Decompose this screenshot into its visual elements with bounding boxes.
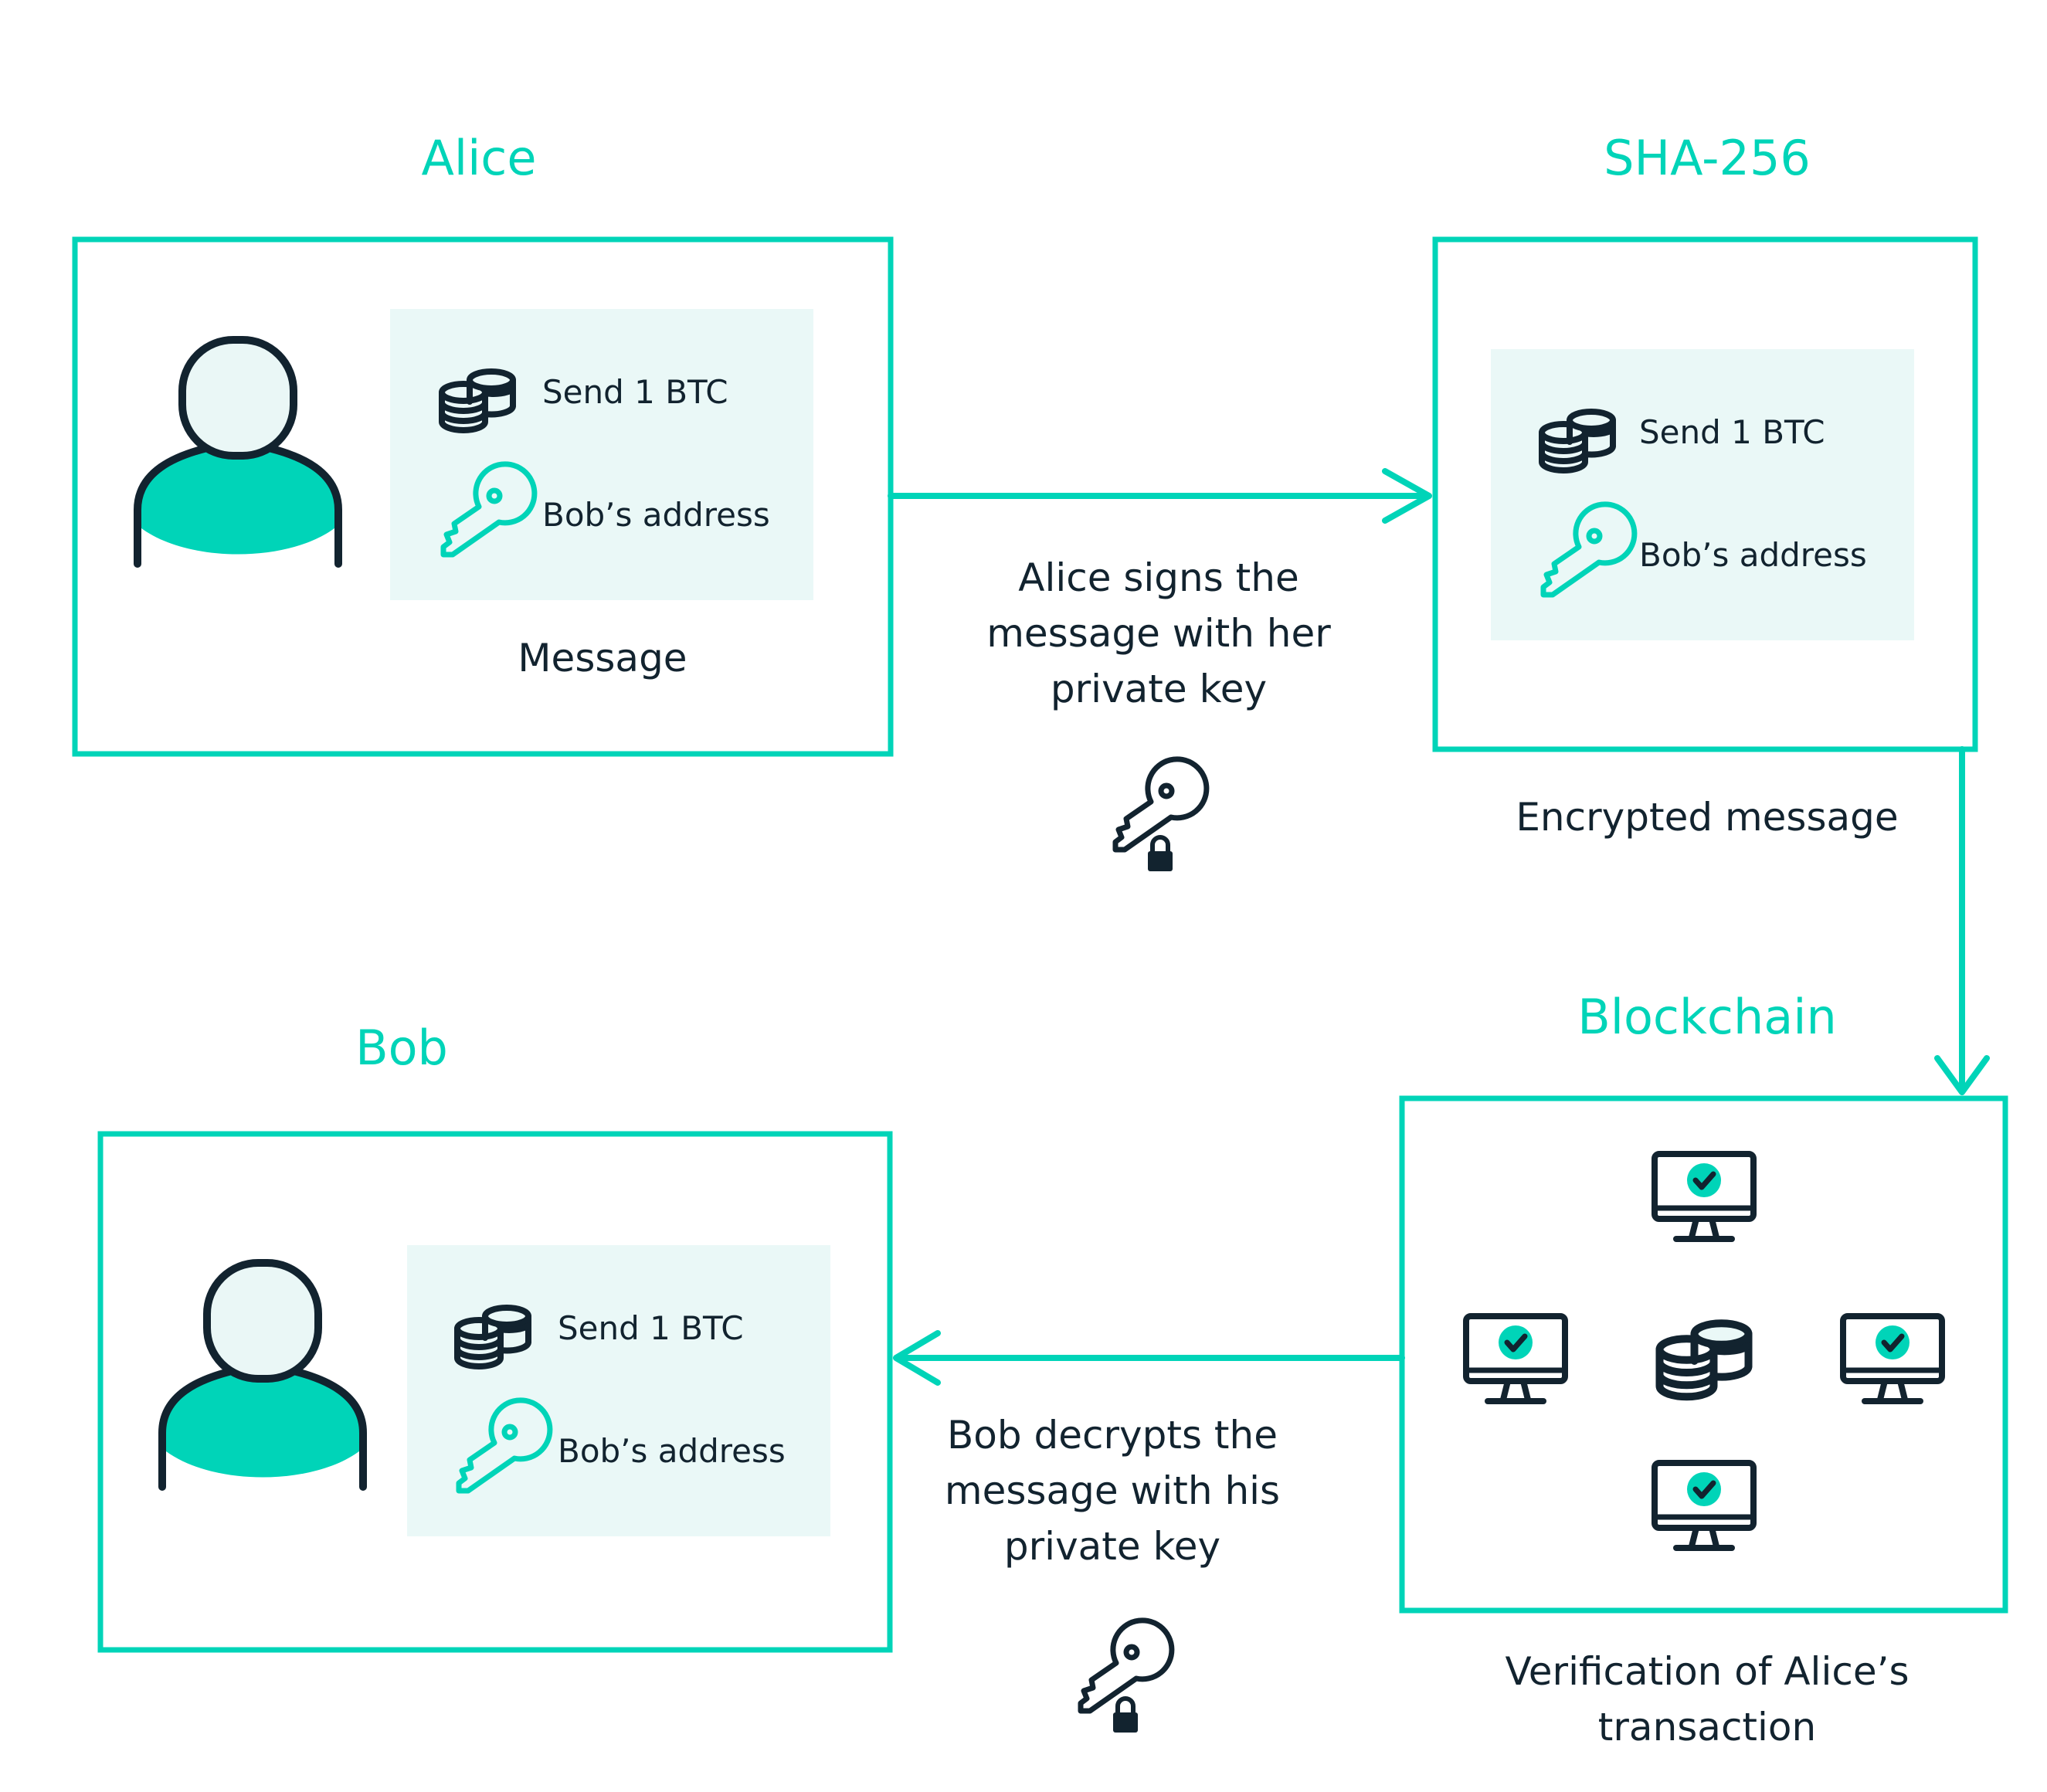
- decrypt-arrow: [893, 1330, 1405, 1386]
- alice-caption: Message: [518, 636, 687, 680]
- locked-key-icon: [1115, 759, 1207, 871]
- sha-item-send: Send 1 BTC: [1639, 413, 1825, 451]
- alice-item-address: Bob’s address: [542, 496, 770, 534]
- bob-title: Bob: [355, 1020, 448, 1076]
- monitor-check-icon: [1655, 1463, 1753, 1548]
- monitor-check-icon: [1466, 1316, 1565, 1401]
- blockchain-caption-line2: transaction: [1597, 1705, 1817, 1750]
- person-icon: [162, 1263, 363, 1487]
- decrypt-step-line2: message with his: [944, 1468, 1281, 1513]
- alice-item-send: Send 1 BTC: [542, 373, 728, 411]
- monitor-check-icon: [1655, 1154, 1753, 1239]
- alice-title: Alice: [421, 130, 537, 186]
- sign-arrow: [888, 468, 1432, 524]
- bob-item-send: Send 1 BTC: [558, 1309, 744, 1347]
- coins-icon: [1660, 1323, 1749, 1397]
- decrypt-step-line3: private key: [1003, 1524, 1221, 1569]
- monitor-check-icon: [1843, 1316, 1942, 1401]
- locked-key-icon: [1081, 1621, 1172, 1733]
- blockchain-box: [1399, 1095, 2008, 1614]
- bob-box: [97, 1131, 893, 1653]
- sign-step-line3: private key: [1050, 667, 1268, 711]
- decrypt-step-line1: Bob decrypts the: [946, 1413, 1278, 1458]
- verify-arrow: [1934, 746, 1990, 1095]
- sign-step-line2: message with her: [986, 611, 1331, 656]
- bob-message-panel: [407, 1245, 830, 1536]
- sign-step-line1: Alice signs the: [1018, 555, 1299, 600]
- person-icon: [137, 340, 338, 564]
- sha-title: SHA-256: [1604, 130, 1811, 186]
- sha-box: [1432, 236, 1978, 752]
- sha-caption: Encrypted message: [1516, 795, 1899, 840]
- blockchain-title: Blockchain: [1577, 989, 1837, 1045]
- bob-item-address: Bob’s address: [558, 1432, 786, 1470]
- sha-item-address: Bob’s address: [1639, 536, 1867, 574]
- blockchain-caption-line1: Verification of Alice’s: [1505, 1649, 1910, 1694]
